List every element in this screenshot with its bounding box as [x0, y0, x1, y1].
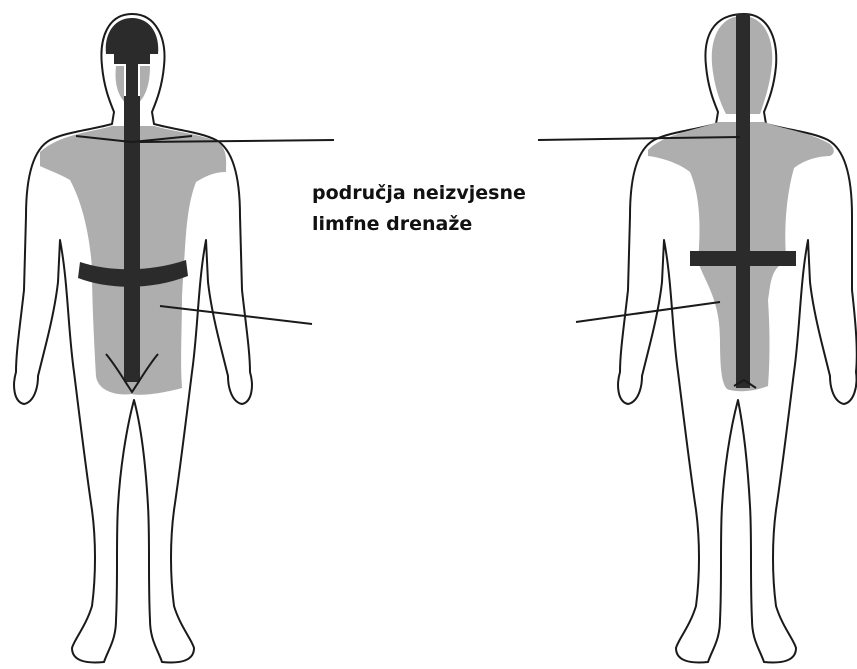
annotation-label-line2: limfne drenaže [312, 211, 472, 237]
back-body-figure [618, 14, 857, 662]
annotation-label-line1: područja neizvjesne [312, 180, 526, 206]
back-midline-band [736, 14, 750, 388]
front-midline-band [124, 96, 140, 382]
back-waist-band [690, 251, 796, 266]
front-body-figure [14, 14, 252, 662]
